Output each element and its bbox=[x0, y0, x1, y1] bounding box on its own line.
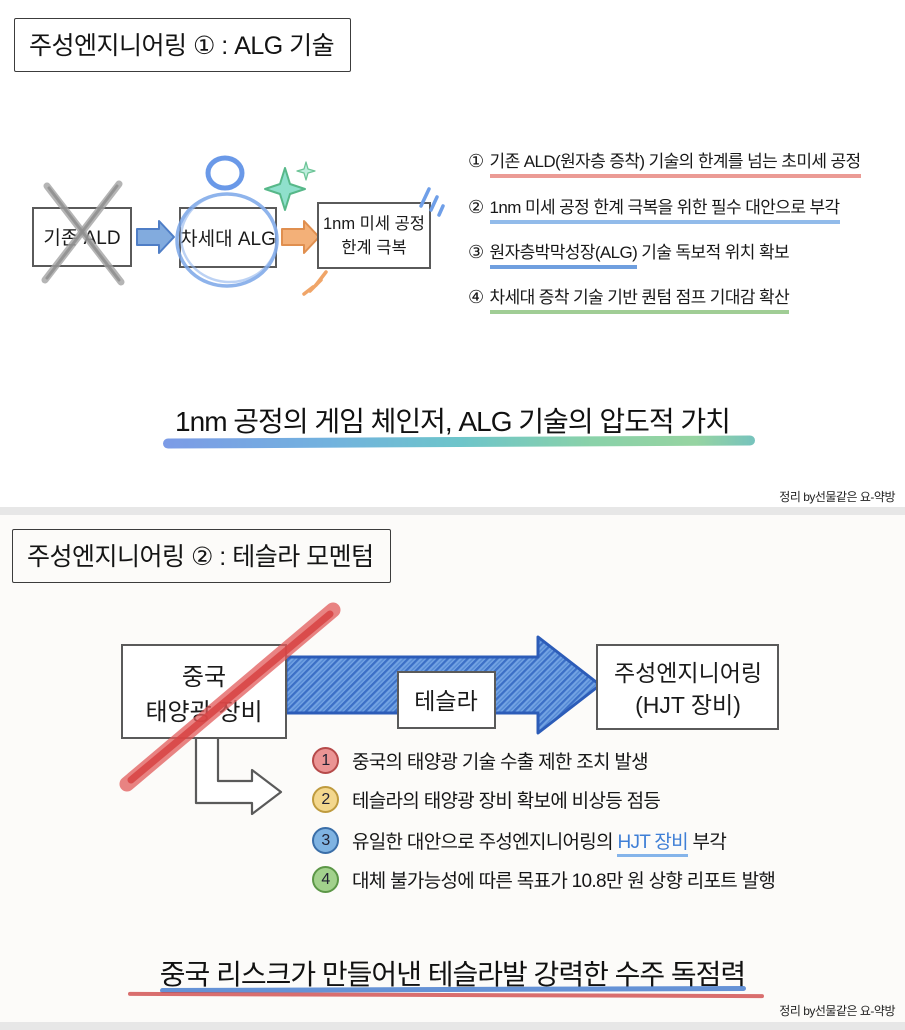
headline1-highlight-bar bbox=[162, 435, 756, 449]
item-text-underlined: 원자층박막성장(ALG) bbox=[489, 243, 638, 269]
item-marker: ① bbox=[468, 151, 484, 171]
item-number-badge: 2 bbox=[312, 786, 339, 813]
big-arrow-right-blue-icon bbox=[284, 635, 602, 735]
item-marker: ② bbox=[468, 197, 484, 217]
item-text: 기존 ALD(원자층 증착) 기술의 한계를 넘는 초미세 공정 bbox=[489, 152, 861, 178]
box-old-ald bbox=[32, 207, 132, 267]
list-item: 1 중국의 태양광 기술 수출 제한 조치 발생 bbox=[312, 747, 649, 774]
x-mark-icon bbox=[41, 180, 125, 286]
item-text: 차세대 증착 기술 기반 퀀텀 점프 기대감 확산 bbox=[489, 288, 790, 314]
item-text-pre: 유일한 대안으로 주성엔지니어링의 bbox=[352, 832, 618, 853]
arrow-right-blue-icon bbox=[136, 220, 175, 254]
item-text: 테슬라의 태양광 장비 확보에 비상등 점등 bbox=[352, 791, 661, 812]
panel-tesla-momentum: 주성엔지니어링 ② : 테슬라 모멘텀 중국 태양광 장비 테슬라 주성엔지니어… bbox=[0, 515, 905, 1022]
panel-divider bbox=[0, 507, 905, 515]
emphasis-dashes-orange-icon bbox=[302, 270, 328, 296]
item-number-badge: 4 bbox=[312, 866, 339, 893]
box-tesla bbox=[397, 671, 496, 729]
elbow-arrow-icon bbox=[194, 739, 283, 816]
box-china-line2: 태양광 장비 bbox=[145, 699, 262, 726]
item-text: 유일한 대안으로 주성엔지니어링의 HJT 장비 부각 bbox=[352, 827, 727, 857]
box-china bbox=[121, 644, 287, 739]
panel-alg-tech: 주성엔지니어링 ① : ALG 기술 기존 ALD 차세대 ALG bbox=[0, 0, 905, 507]
item-marker: ③ bbox=[468, 242, 484, 262]
box-china-line1: 중국 bbox=[182, 664, 226, 691]
sparkle-icon bbox=[264, 161, 316, 211]
emphasis-dashes-blue-icon bbox=[419, 187, 445, 217]
list-item: 2 테슬라의 태양광 장비 확보에 비상등 점등 bbox=[312, 786, 661, 813]
bottom-edge-band bbox=[0, 1022, 905, 1030]
panel2-title: 주성엔지니어링 ② : 테슬라 모멘텀 bbox=[12, 529, 391, 583]
box-result-line1: 1nm 미세 공정 bbox=[323, 214, 425, 233]
red-slash-icon bbox=[119, 602, 341, 792]
panel1-title: 주성엔지니어링 ① : ALG 기술 bbox=[14, 18, 352, 72]
item-text: 대체 불가능성에 따른 목표가 10.8만 원 상향 리포트 발행 bbox=[352, 871, 776, 892]
box-jusung bbox=[596, 644, 779, 730]
list-item: 4 대체 불가능성에 따른 목표가 10.8만 원 상향 리포트 발행 bbox=[312, 866, 776, 893]
box-jusung-line2: (HJT 장비) bbox=[635, 692, 741, 718]
item-text-rest: 기술 독보적 위치 확보 bbox=[637, 243, 790, 262]
item-text: 1nm 미세 공정 한계 극복을 위한 필수 대안으로 부각 bbox=[489, 198, 840, 224]
headline2-underline-red bbox=[127, 991, 765, 999]
hjt-highlight: HJT 장비 bbox=[617, 832, 689, 857]
box-new-alg-label: 차세대 ALG bbox=[180, 228, 276, 250]
box-tesla-label: 테슬라 bbox=[414, 688, 477, 714]
box-jusung-line1: 주성엔지니어링 bbox=[614, 660, 762, 686]
box-old-ald-label: 기존 ALD bbox=[43, 227, 120, 249]
panel2-credit: 정리 by선물같은 요-약방 bbox=[779, 1004, 895, 1018]
item-text: 중국의 태양광 기술 수출 제한 조치 발생 bbox=[352, 752, 649, 773]
arrow-right-orange-icon bbox=[281, 220, 320, 254]
panel1-headline: 1nm 공정의 게임 체인저, ALG 기술의 압도적 가치 bbox=[175, 406, 731, 437]
emphasis-circle-icon bbox=[175, 155, 279, 288]
item-number-badge: 3 bbox=[312, 827, 339, 854]
panel1-credit: 정리 by선물같은 요-약방 bbox=[779, 490, 895, 504]
item-number-badge: 1 bbox=[312, 747, 339, 774]
box-result-line2: 한계 극복 bbox=[341, 238, 406, 257]
list-item: 3 유일한 대안으로 주성엔지니어링의 HJT 장비 부각 bbox=[312, 827, 727, 857]
item-text-post: 부각 bbox=[687, 832, 727, 853]
alg-flow-diagram: 기존 ALD 차세대 ALG 1nm 미세 공정 한계 극복 bbox=[32, 155, 445, 296]
panel2-headline: 중국 리스크가 만들어낸 테슬라발 강력한 수주 독점력 bbox=[159, 959, 746, 990]
box-result bbox=[317, 202, 431, 269]
box-new-alg bbox=[179, 207, 277, 268]
item-marker: ④ bbox=[468, 287, 484, 307]
